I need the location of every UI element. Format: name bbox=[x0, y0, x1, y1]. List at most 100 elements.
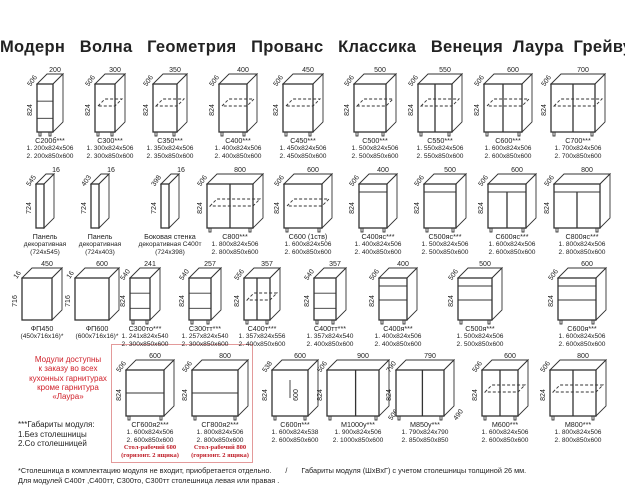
width-dim: 200 bbox=[49, 67, 61, 74]
height-dim: 824 bbox=[474, 104, 481, 116]
width-dim: 400 bbox=[237, 67, 249, 74]
module-size-1: 1. 300x824x506 bbox=[86, 145, 134, 152]
height-dim: 824 bbox=[349, 202, 356, 214]
width-dim: 400 bbox=[377, 167, 389, 174]
module-size-2: 2. 600x850x600 bbox=[284, 248, 332, 256]
width-dim: 500 bbox=[479, 261, 491, 268]
module-size-1: 1. 900x824x506 bbox=[334, 429, 382, 436]
width-dim: 300 bbox=[109, 67, 121, 74]
height-dim: 824 bbox=[548, 295, 555, 307]
module-name: С300тт*** bbox=[188, 324, 222, 333]
module-size-2: 2. 550x850x600 bbox=[416, 152, 464, 160]
module-size-2: 2. 400x850x600 bbox=[354, 248, 402, 256]
module-size-1: декоративная С400т bbox=[138, 241, 202, 248]
module-name: С400т*** bbox=[247, 324, 277, 333]
module-size-1: 1. 450x824x506 bbox=[279, 145, 327, 152]
module-size-2: 2. 500x850x600 bbox=[456, 340, 504, 348]
width-dim: 450 bbox=[41, 261, 53, 268]
module-name: С600я*** bbox=[567, 324, 597, 333]
module-name: С800яс*** bbox=[565, 232, 599, 241]
module-size-1: 1. 257x824x540 bbox=[181, 333, 229, 340]
module-size-1: 1. 700x824x506 bbox=[554, 145, 602, 152]
module-size-1: 1. 790x824x790 bbox=[401, 429, 449, 436]
footnote-line: Для модулей С400т ,С400тт, С300то, С300т… bbox=[18, 475, 280, 485]
module-size-2: 2. 600x850x600 bbox=[126, 436, 174, 444]
thickness-dim: 16 bbox=[107, 167, 115, 174]
module-size-1: 1. 600x824x506 bbox=[558, 333, 606, 340]
footnote-line: Габариты модуля (ШxВxГ) с учетом столешн… bbox=[301, 466, 527, 475]
module-subtitle: Стол-рабочий 600 bbox=[123, 444, 177, 452]
module-size-1: 1. 500x824x506 bbox=[456, 333, 504, 340]
width-dim: 600 bbox=[294, 353, 306, 360]
special-modules-frame bbox=[111, 344, 253, 463]
module-name: С400я*** bbox=[383, 324, 413, 333]
module-name: Боковая стенка bbox=[144, 232, 196, 241]
module-size-2: 2. 800x850x600 bbox=[196, 436, 244, 444]
width-dim: 900 bbox=[357, 353, 369, 360]
module-name: С800*** bbox=[222, 232, 248, 241]
module-size-1: 1. 600x824x506 bbox=[484, 145, 532, 152]
module-size-2: 2. 600x850x600 bbox=[558, 340, 606, 348]
module-size-1: 1. 200x824x506 bbox=[26, 145, 74, 152]
width-dim: 357 bbox=[261, 261, 273, 268]
module-size-1: 1. 600x824x506 bbox=[481, 429, 529, 436]
page-title: Модерн Волна Геометрия Прованс Классика … bbox=[0, 38, 625, 56]
module-name: С500*** bbox=[362, 136, 388, 145]
module-name: С600*** bbox=[495, 136, 521, 145]
width-dim: 600 bbox=[307, 167, 319, 174]
note-line: кроме гарнитура bbox=[37, 382, 99, 392]
depth-dim: 16 bbox=[13, 270, 23, 280]
height-dim: 824 bbox=[274, 202, 281, 214]
footnote-separator: / bbox=[285, 466, 288, 475]
width-dim: 800 bbox=[219, 353, 231, 360]
module-size-1: 1. 400x824x506 bbox=[374, 333, 422, 340]
height-dim: 824 bbox=[197, 202, 204, 214]
module-size-2: 2. 200x850x600 bbox=[26, 152, 74, 160]
width-dim: 790 bbox=[424, 353, 436, 360]
module-name: М600*** bbox=[491, 420, 519, 429]
module-size-1: (600x716x16)* bbox=[75, 333, 119, 340]
module-size-2: 2. 400x850x600 bbox=[306, 340, 354, 348]
module-name: С550*** bbox=[427, 136, 453, 145]
module-size-1: 1. 500x824x506 bbox=[421, 241, 469, 248]
height-dim: 824 bbox=[369, 295, 376, 307]
height-dim: 824 bbox=[540, 389, 547, 401]
module-name: М1000у*** bbox=[341, 420, 375, 429]
module-size-2: 2. 350x850x600 bbox=[146, 152, 194, 160]
availability-note: Модули доступны к заказу во всех кухонны… bbox=[20, 355, 116, 401]
module-caption: ФП600(600x716x16)* bbox=[57, 325, 137, 341]
height-dim: 824 bbox=[262, 389, 269, 401]
width-dim: 700 bbox=[577, 67, 589, 74]
module-caption: ФП450(450x716x16)* bbox=[2, 325, 82, 341]
module-size-2: 2. 600x850x600 bbox=[271, 436, 319, 444]
height-dim: 824 bbox=[472, 389, 479, 401]
height-dim: 824 bbox=[414, 202, 421, 214]
dimensions-legend: ***Габариты модуля: 1.Без столешницы 2.С… bbox=[18, 420, 95, 449]
module-size-1: 1. 600x824x506 bbox=[284, 241, 332, 248]
